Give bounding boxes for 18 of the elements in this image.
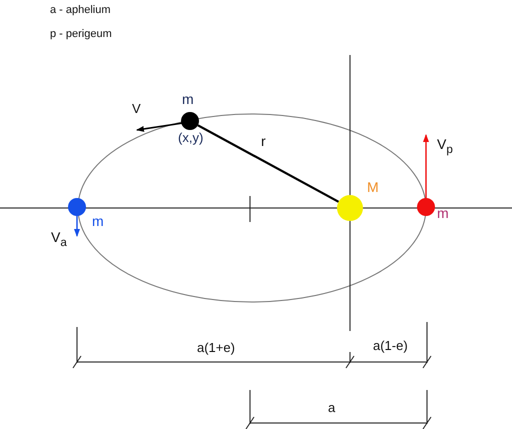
text-label: p - perigeum <box>50 28 112 40</box>
body-circle <box>181 112 199 130</box>
body-circle <box>417 198 435 216</box>
body-label: (x,y) <box>178 131 204 146</box>
radius-line <box>197 124 340 203</box>
body-label: m <box>92 214 104 230</box>
text-label: a - aphelium <box>50 4 111 16</box>
text-label: V$_{a}$ <box>51 230 67 250</box>
body-label: M <box>367 180 379 196</box>
text-label: a(1-e) <box>373 339 408 354</box>
text-label: a <box>328 401 336 416</box>
body-circle <box>337 195 363 221</box>
text-label: V$_{p}$ <box>437 137 453 157</box>
body-label: m <box>437 206 449 222</box>
body-label: m <box>182 92 194 108</box>
text-label: a(1+e) <box>197 341 235 356</box>
text-label: V <box>132 102 141 116</box>
body-circle <box>68 198 86 216</box>
